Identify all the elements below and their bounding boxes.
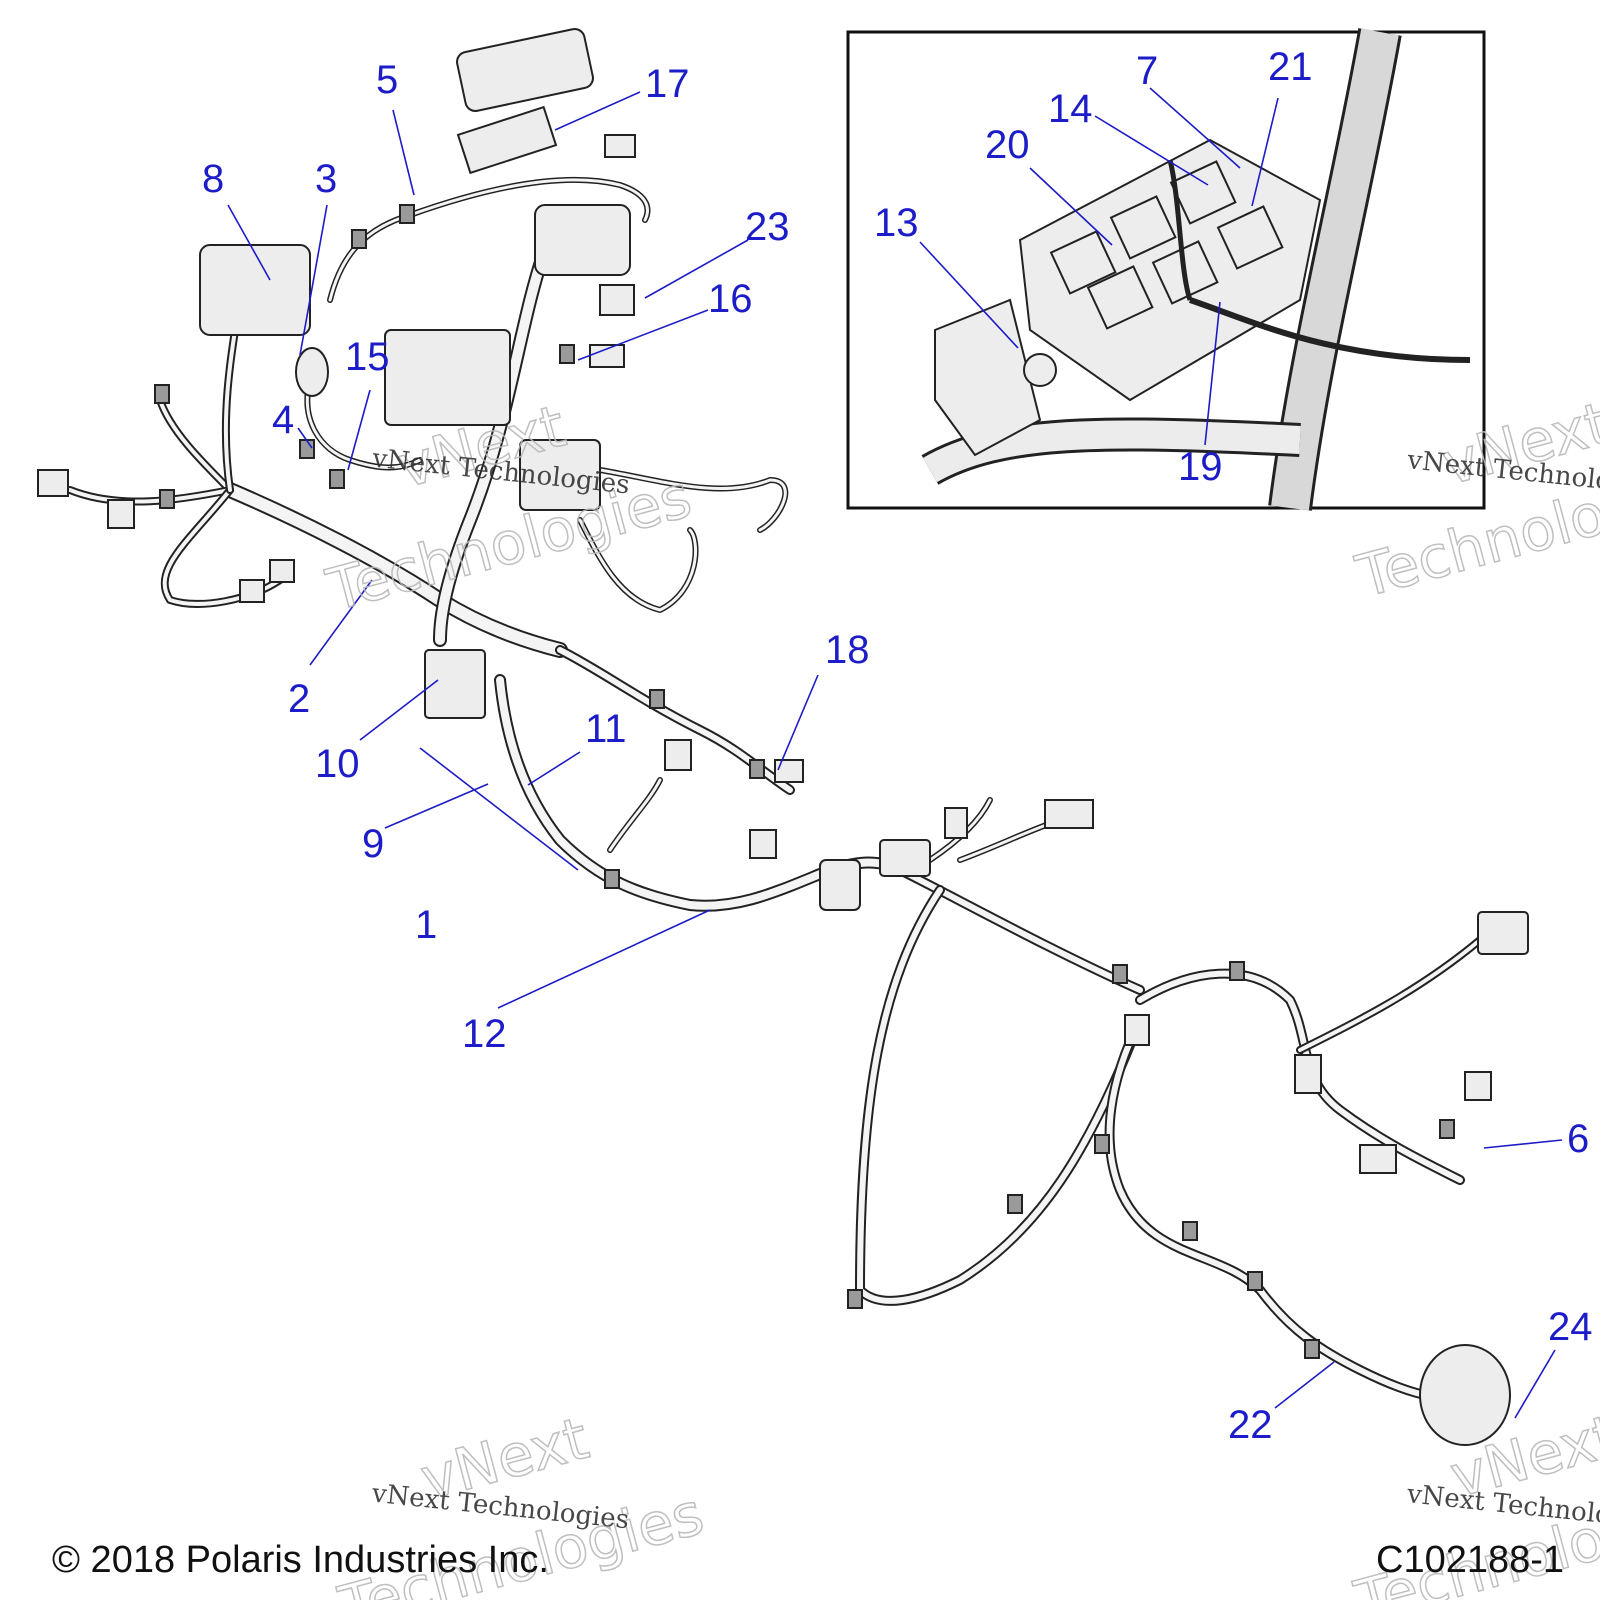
clip bbox=[749, 759, 765, 779]
main-trunk bbox=[222, 243, 1484, 1405]
clip bbox=[159, 489, 175, 509]
connector bbox=[107, 499, 135, 529]
clip bbox=[649, 689, 665, 709]
callout-3: 3 bbox=[315, 157, 337, 201]
callout-9: 9 bbox=[362, 822, 384, 866]
clip bbox=[1247, 1271, 1263, 1291]
connector-left-end bbox=[37, 469, 69, 497]
clip bbox=[329, 469, 345, 489]
clip bbox=[351, 229, 367, 249]
callout-12: 12 bbox=[462, 1012, 507, 1056]
fuse-label-decal bbox=[456, 105, 558, 175]
ecu-connector-block bbox=[519, 439, 601, 511]
connector bbox=[664, 739, 692, 771]
callout-10: 10 bbox=[315, 742, 360, 786]
fuse-box-mount bbox=[934, 298, 1042, 457]
connector bbox=[774, 759, 804, 783]
connector bbox=[269, 559, 295, 583]
mounting-bolt bbox=[1023, 353, 1057, 387]
relays bbox=[1049, 160, 1284, 330]
callout-5: 5 bbox=[376, 58, 398, 102]
connector-cluster bbox=[199, 244, 311, 336]
clip bbox=[604, 869, 620, 889]
connector bbox=[1124, 1014, 1150, 1046]
callout-11: 11 bbox=[585, 707, 627, 751]
clip bbox=[1182, 1221, 1198, 1241]
fuse-box-cover bbox=[456, 28, 594, 112]
callout-13: 13 bbox=[874, 201, 919, 245]
callouts: 1 2 3 4 5 6 7 8 9 10 11 12 13 14 15 16 1… bbox=[202, 45, 1593, 1447]
connector bbox=[1044, 799, 1094, 829]
connector bbox=[599, 284, 635, 316]
connector-cluster bbox=[534, 204, 631, 276]
callout-21: 21 bbox=[1268, 45, 1313, 89]
callout-20: 20 bbox=[985, 123, 1030, 167]
connector bbox=[604, 134, 636, 158]
callout-16: 16 bbox=[708, 277, 753, 321]
connectors bbox=[37, 28, 1529, 1446]
harness-drawing bbox=[37, 28, 1529, 1446]
clip bbox=[1112, 964, 1128, 984]
callout-23: 23 bbox=[745, 205, 790, 249]
callout-19: 19 bbox=[1178, 445, 1223, 489]
clip bbox=[1229, 961, 1245, 981]
clip bbox=[1439, 1119, 1455, 1139]
callout-15: 15 bbox=[345, 335, 390, 379]
callout-4: 4 bbox=[272, 398, 294, 442]
callout-18: 18 bbox=[825, 628, 870, 672]
callout-14: 14 bbox=[1048, 87, 1093, 131]
copyright-text: © 2018 Polaris Industries Inc. bbox=[52, 1539, 549, 1581]
clip bbox=[559, 344, 575, 364]
connector bbox=[1464, 1071, 1492, 1101]
connector bbox=[1294, 1054, 1322, 1094]
clip bbox=[154, 384, 170, 404]
round-connector-cap bbox=[1419, 1344, 1511, 1446]
grommet bbox=[295, 347, 329, 397]
callout-24: 24 bbox=[1548, 1305, 1593, 1349]
clip bbox=[1094, 1134, 1110, 1154]
callout-17: 17 bbox=[645, 62, 690, 106]
connector bbox=[944, 807, 968, 839]
inset-detail bbox=[846, 28, 1486, 511]
connector bbox=[239, 579, 265, 603]
splice-cover bbox=[879, 839, 931, 877]
callout-1: 1 bbox=[415, 903, 437, 947]
callout-22: 22 bbox=[1228, 1403, 1273, 1447]
connector bbox=[1477, 911, 1529, 955]
callout-7: 7 bbox=[1136, 49, 1158, 93]
connector bbox=[749, 829, 777, 859]
callout-8: 8 bbox=[202, 157, 224, 201]
clip bbox=[847, 1289, 863, 1309]
clip bbox=[1304, 1339, 1320, 1359]
callout-2: 2 bbox=[288, 677, 310, 721]
drawing-number: C102188-1 bbox=[1376, 1539, 1564, 1581]
clip bbox=[299, 439, 315, 459]
leader-lines bbox=[227, 87, 1563, 1419]
fuse-relay-box bbox=[384, 329, 511, 426]
clip bbox=[399, 204, 415, 224]
clip bbox=[1007, 1194, 1023, 1214]
callout-6: 6 bbox=[1567, 1117, 1589, 1161]
bracket-connector bbox=[424, 649, 486, 719]
connector bbox=[1359, 1144, 1397, 1174]
connector bbox=[819, 859, 861, 911]
